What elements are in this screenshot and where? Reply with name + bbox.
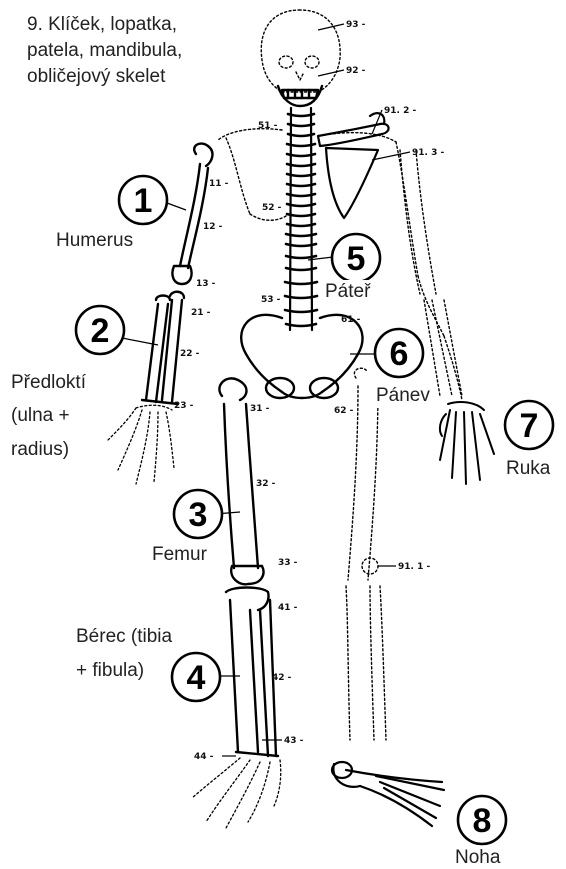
label-noha: Noha [455,846,500,869]
code-42: 42 - [272,673,292,683]
circled-number-4: 4 [187,659,206,697]
title-line-1: 9. Klíček, lopatka, [27,12,257,38]
code-52: 52 - [262,203,282,213]
label-berec-line-2: + fibula) [76,659,144,683]
code-91-1: 91. 1 - [398,562,430,572]
label-predlokti-line-3: radius) [11,438,69,462]
label-predlokti-line-2: (ulna + [11,404,70,428]
circled-number-5: 5 [347,240,366,278]
code-51: 51 - [258,121,278,131]
forearm [142,292,184,404]
code-44: 44 - [194,752,214,762]
circled-numbers [76,176,553,844]
label-predlokti-line-1: Předloktí [11,371,86,395]
circled-number-text: 1 2 3 4 5 6 7 8 [91,182,539,840]
code-91-2: 91. 2 - [384,106,416,116]
circled-number-7: 7 [520,407,539,445]
code-53: 53 - [261,295,281,305]
code-62: 62 - [334,406,354,416]
circled-number-1: 1 [134,182,153,220]
code-12: 12 - [203,222,223,232]
clavicle-scapula [318,113,389,218]
code-11: 11 - [209,179,229,189]
tibia-fibula [226,588,278,757]
code-61: 61 - [341,315,361,325]
spine [285,108,317,330]
code-21: 21 - [191,308,211,318]
code-23: 23 - [174,401,194,411]
circled-number-6: 6 [390,335,409,373]
label-femur: Femur [152,543,207,567]
title-line-2: patela, mandibula, [27,38,257,64]
right-foot [332,762,444,826]
code-22: 22 - [180,349,200,359]
title-line-3: obličejový skelet [27,64,257,90]
circled-number-3: 3 [189,496,208,534]
code-33: 33 - [278,558,298,568]
code-91-3: 91. 3 - [412,148,444,158]
skull [261,10,340,92]
mandible [278,86,322,106]
label-pater: Páteř [325,280,370,304]
code-32: 32 - [256,479,276,489]
code-31: 31 - [250,404,270,414]
right-hand [440,402,494,484]
code-13: 13 - [196,279,216,289]
left-hand [108,405,174,484]
label-ruka: Ruka [506,457,550,477]
circled-number-8: 8 [473,802,492,840]
code-43: 43 - [284,736,304,746]
label-berec-line-1: Bérec (tibia [76,625,172,649]
code-41: 41 - [278,603,298,613]
right-leg-dotted [346,368,386,740]
circled-number-2: 2 [91,312,110,350]
label-panev: Pánev [376,384,430,408]
label-humerus: Humerus [56,229,133,253]
diagram-title: 9. Klíček, lopatka, patela, mandibula, o… [27,12,257,90]
humerus [172,144,212,284]
code-92: 92 - [346,66,366,76]
code-93: 93 - [346,20,366,30]
left-foot [192,758,281,828]
